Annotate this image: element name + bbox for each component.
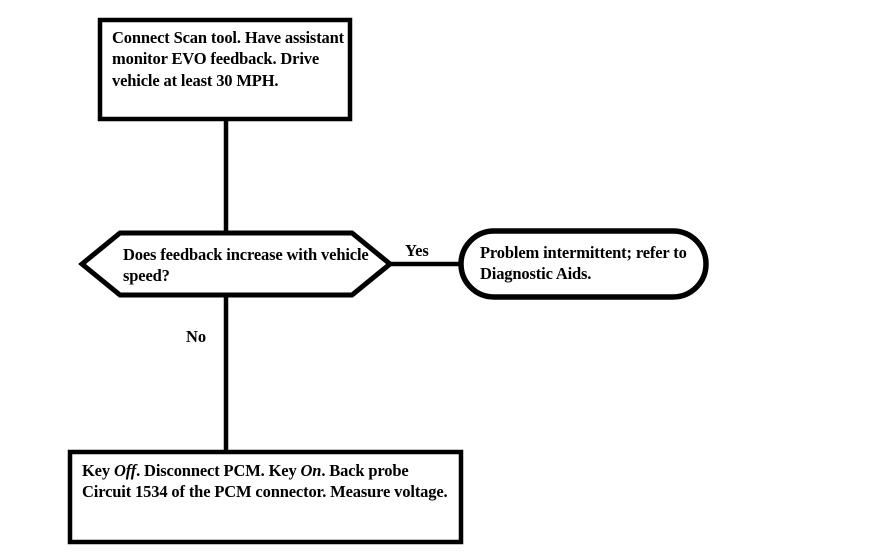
edge-label-yes: Yes bbox=[405, 241, 429, 260]
node-decision-label: Does feedback increase with vehicle spee… bbox=[123, 245, 369, 286]
node-start-label: Connect Scan tool. Have assistant monito… bbox=[112, 28, 345, 90]
node-start-shape[interactable] bbox=[97, 17, 353, 122]
node-decision-shape[interactable] bbox=[78, 230, 394, 298]
node-bottom-shape[interactable] bbox=[67, 449, 464, 545]
node-terminator-shape[interactable] bbox=[458, 228, 709, 300]
edge-label-no: No bbox=[186, 327, 207, 346]
node-bottom-label: Key Off. Disconnect PCM. Key On. Back pr… bbox=[82, 461, 448, 502]
node-terminator-label: Problem intermittent; refer to Diagnosti… bbox=[480, 243, 687, 284]
